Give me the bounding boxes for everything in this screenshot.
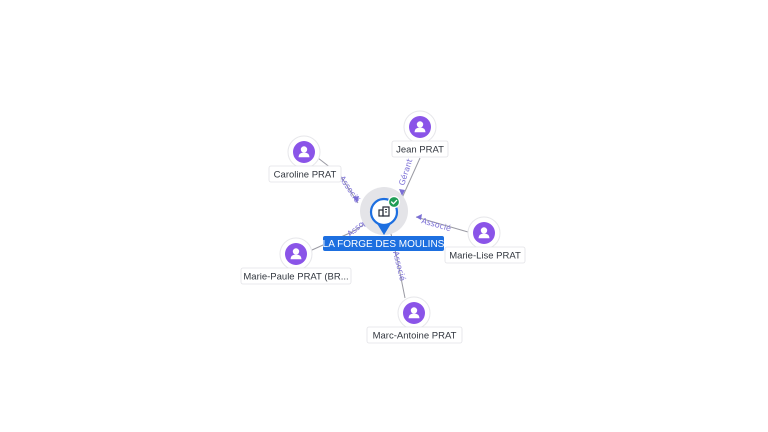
person-name: Caroline PRAT xyxy=(274,170,337,181)
edge-label-marie-lise: Associé xyxy=(420,215,452,233)
person-label-marie-paule: Marie-Paule PRAT (BR... xyxy=(240,267,352,285)
person-label-marie-lise: Marie-Lise PRAT xyxy=(444,246,526,264)
person-name: Marie-Paule PRAT (BR... xyxy=(243,272,348,283)
person-icon xyxy=(408,307,420,319)
person-name: Marc-Antoine PRAT xyxy=(373,331,457,342)
edge-jean xyxy=(401,157,421,199)
person-name: Jean PRAT xyxy=(396,145,444,156)
person-node-marie-paule[interactable] xyxy=(279,237,313,271)
company-node[interactable] xyxy=(360,187,408,235)
person-icon xyxy=(478,227,490,239)
person-node-marc-antoine[interactable] xyxy=(397,296,431,330)
check-icon xyxy=(387,195,401,209)
company-name: LA FORGE DES MOULINS xyxy=(323,239,445,250)
arrow-caroline xyxy=(353,196,359,203)
person-icon xyxy=(298,146,310,158)
person-label-marc-antoine: Marc-Antoine PRAT xyxy=(366,326,463,344)
building-icon xyxy=(378,206,390,217)
person-node-jean[interactable] xyxy=(403,110,437,144)
person-node-marie-lise[interactable] xyxy=(467,216,501,250)
arrow-marie-lise xyxy=(416,214,422,220)
edge-marie-lise xyxy=(415,216,469,233)
person-name: Marie-Lise PRAT xyxy=(449,251,521,262)
company-label: LA FORGE DES MOULINS xyxy=(323,236,445,251)
person-icon xyxy=(290,248,302,260)
edge-label-marc-antoine: Associé xyxy=(391,250,408,282)
edge-label-jean: Gérant xyxy=(396,157,414,186)
person-label-caroline: Caroline PRAT xyxy=(268,165,342,183)
person-node-caroline[interactable] xyxy=(287,135,321,169)
person-label-jean: Jean PRAT xyxy=(391,140,449,158)
arrow-jean xyxy=(399,189,405,196)
person-icon xyxy=(414,121,426,133)
